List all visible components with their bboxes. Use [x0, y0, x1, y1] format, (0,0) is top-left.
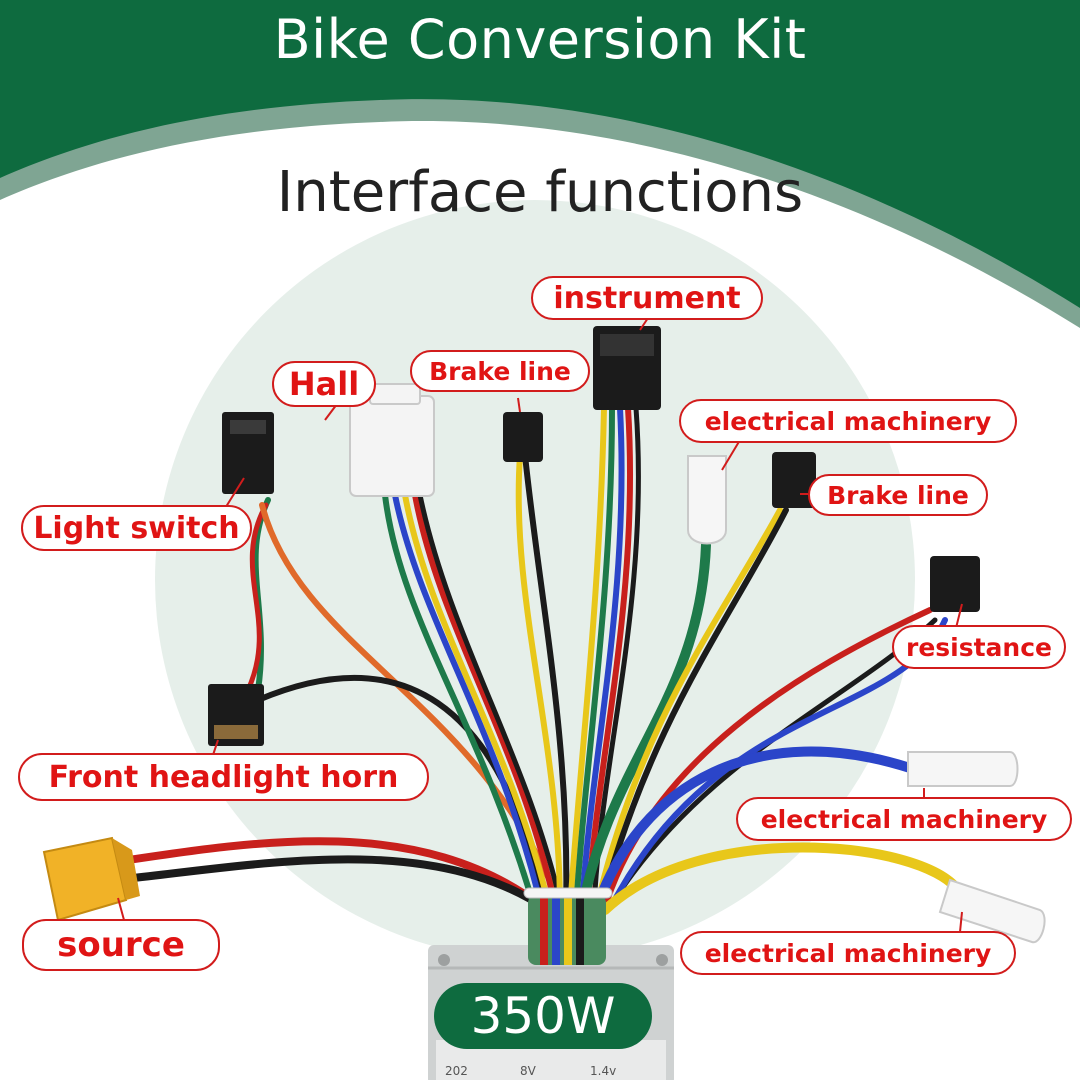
electrical-machinery-mid-label: electrical machinery	[736, 797, 1072, 841]
page-subtitle: Interface functions	[276, 160, 804, 225]
motor-bottom-connector	[938, 878, 1046, 944]
source-xt60-connector	[42, 836, 140, 922]
electrical-machinery-top-label: electrical machinery	[679, 399, 1017, 443]
resistance-label: resistance	[892, 625, 1066, 669]
source-label: source	[22, 919, 220, 971]
electrical-machinery-bottom-label: electrical machinery	[680, 931, 1016, 975]
light-switch-connector	[222, 412, 274, 494]
light-switch-label: Light switch	[21, 505, 252, 551]
svg-text:202: 202	[445, 1064, 468, 1078]
front-headlight-horn-label: Front headlight horn	[18, 753, 429, 801]
brake-line-top-label: Brake line	[410, 350, 590, 392]
cable-bundle	[111, 405, 963, 965]
power-rating-badge: 350W	[434, 983, 652, 1049]
hall-connector	[349, 383, 435, 497]
brake-line-top-connector	[503, 412, 543, 462]
instrument-label: instrument	[531, 276, 763, 320]
motor-mid-connector	[907, 751, 1019, 787]
instrument-connector	[593, 326, 661, 410]
svg-text:1.4v: 1.4v	[590, 1064, 616, 1078]
header-banner	[0, 0, 1080, 308]
motor-top-connector	[687, 455, 727, 545]
resistance-connector	[930, 556, 980, 612]
brake-line-right-label: Brake line	[808, 474, 988, 516]
headlight-horn-connector	[208, 684, 264, 746]
hall-label: Hall	[272, 361, 376, 407]
page-title: Bike Conversion Kit	[273, 8, 807, 71]
svg-text:8V: 8V	[520, 1064, 537, 1078]
